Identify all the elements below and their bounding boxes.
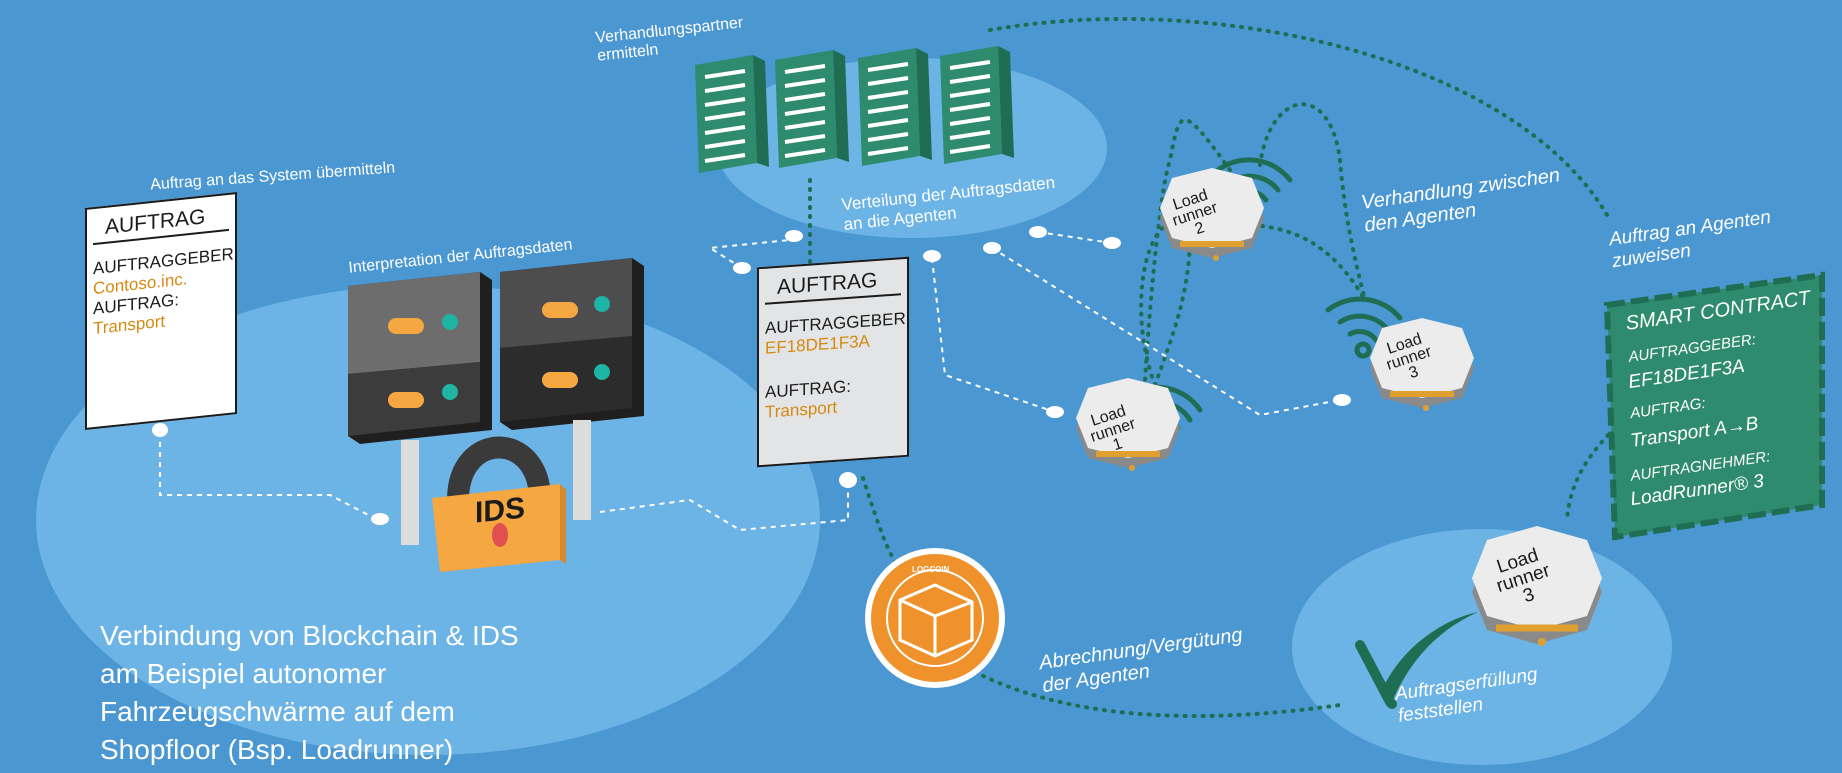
path-robot-loop2	[1143, 118, 1232, 382]
smart-contract-card	[1603, 271, 1825, 541]
ids-lock-label: IDS	[475, 491, 526, 530]
caption: Verbindung von Blockchain & IDS am Beisp…	[100, 617, 519, 769]
flow-doc1-ids	[159, 432, 379, 521]
caption-line3: Fahrzeugschwärme auf dem	[100, 696, 455, 727]
order-document-agent: AUFTRAG AUFTRAGGEBER: EF18DE1F3A AUFTRAG…	[757, 256, 910, 468]
order-document-client: AUFTRAG AUFTRAGGEBER: Contoso.inc. AUFTR…	[85, 192, 238, 430]
ids-server-left	[348, 272, 492, 444]
server-racks	[695, 46, 1014, 173]
logcoin	[865, 548, 1005, 688]
robot-shapes	[1076, 168, 1602, 646]
coin-top-text: LOGCOIN	[912, 565, 950, 574]
ids-server-right	[500, 258, 644, 430]
path-overview	[988, 16, 1612, 222]
path-contract-robot	[1565, 433, 1610, 522]
path-robot-loop3	[1258, 102, 1367, 302]
flow-doc2-servers	[706, 239, 791, 269]
checkmark	[1362, 612, 1478, 702]
ids-lock-body	[432, 484, 566, 572]
doc2-title: AUFTRAG	[765, 267, 901, 305]
path-billing	[973, 670, 1342, 718]
caption-line1: Verbindung von Blockchain & IDS	[100, 620, 519, 651]
flow-dist-r1	[931, 257, 1056, 413]
lock-shackle	[401, 420, 591, 545]
checkmark-tip	[1355, 640, 1397, 709]
caption-line2: am Beispiel autonomer	[100, 658, 387, 689]
flow-servers-r2	[1037, 231, 1113, 244]
flow-ids-doc2	[599, 482, 849, 532]
wifi-r3	[1325, 296, 1403, 359]
flow-dist-r3	[991, 247, 1341, 417]
path-robot-1-2	[1153, 230, 1192, 387]
caption-line4: Shopfloor (Bsp. Loadrunner)	[100, 734, 454, 765]
path-robot-2-3	[1260, 224, 1367, 302]
doc1-title: AUFTRAG	[93, 202, 229, 246]
